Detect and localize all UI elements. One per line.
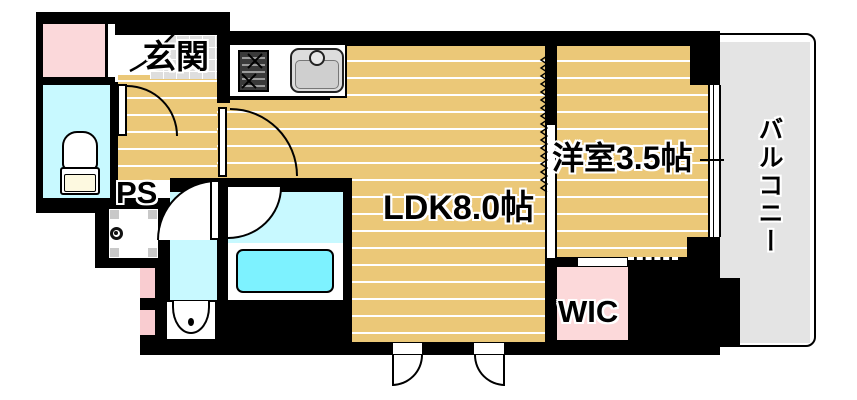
closet-door [108,22,116,77]
wall-segment [105,22,108,77]
wall-segment [110,82,118,198]
faucet-icon [309,50,325,66]
entrance-door [129,32,176,73]
wall-segment [690,31,720,85]
western-room-label: 洋室3.5帖 [552,140,693,176]
south-door-right-swing [474,355,505,386]
wall-segment [687,237,720,278]
counter-edge [230,96,330,100]
wall-segment [36,77,115,85]
wall-segment [545,340,628,355]
toilet-door-leaf [117,84,127,136]
wic-room [557,267,628,340]
wall-segment [217,20,230,103]
accordion-door [539,56,549,193]
balcony-window-rail [713,85,714,237]
wall-segment [36,12,230,24]
wall-segment [545,258,557,342]
window-center-tick [700,159,724,161]
balcony-window [708,85,721,237]
wall-segment [343,178,352,355]
toilet-bowl-icon [62,131,98,170]
wic-label: WIC [558,294,619,329]
wall-segment [115,24,230,35]
entrance-label: 玄関 [143,38,209,75]
wall-segment [352,342,720,355]
wall-segment [227,31,720,46]
wall-segment [36,12,43,213]
pipe-space-label: PS [116,175,158,210]
closet-room [43,22,105,77]
ps-corner [110,248,119,257]
wic-dashed-opening [628,257,678,260]
south-door-left-swing [392,355,423,386]
boundary-strip [140,268,155,298]
kitchen-sink-basin [295,60,339,89]
wall-segment [718,278,740,345]
washroom-door-leaf [210,180,220,240]
boundary-strip [140,310,155,335]
gas-stove-icon [238,50,269,92]
western-room-floor [557,46,708,258]
wall-segment [545,31,557,125]
ps-corner [110,210,119,219]
toilet-seat [64,174,96,192]
bathtub [236,249,334,293]
south-door-sill [473,342,505,355]
ps-corner [148,248,157,257]
wall-segment [217,192,228,300]
wic-opening [577,257,628,267]
wall-segment [557,257,577,267]
washroom-door-swing [157,180,217,240]
ps-corner [148,210,157,219]
south-door-sill [392,342,423,355]
gas-meter-dot [114,231,118,235]
washbasin-drain [188,318,194,326]
ldk-door-leaf [218,107,227,177]
ldk-label: LDK8.0帖 [383,189,535,227]
balcony-label: バルコニー [755,116,783,256]
